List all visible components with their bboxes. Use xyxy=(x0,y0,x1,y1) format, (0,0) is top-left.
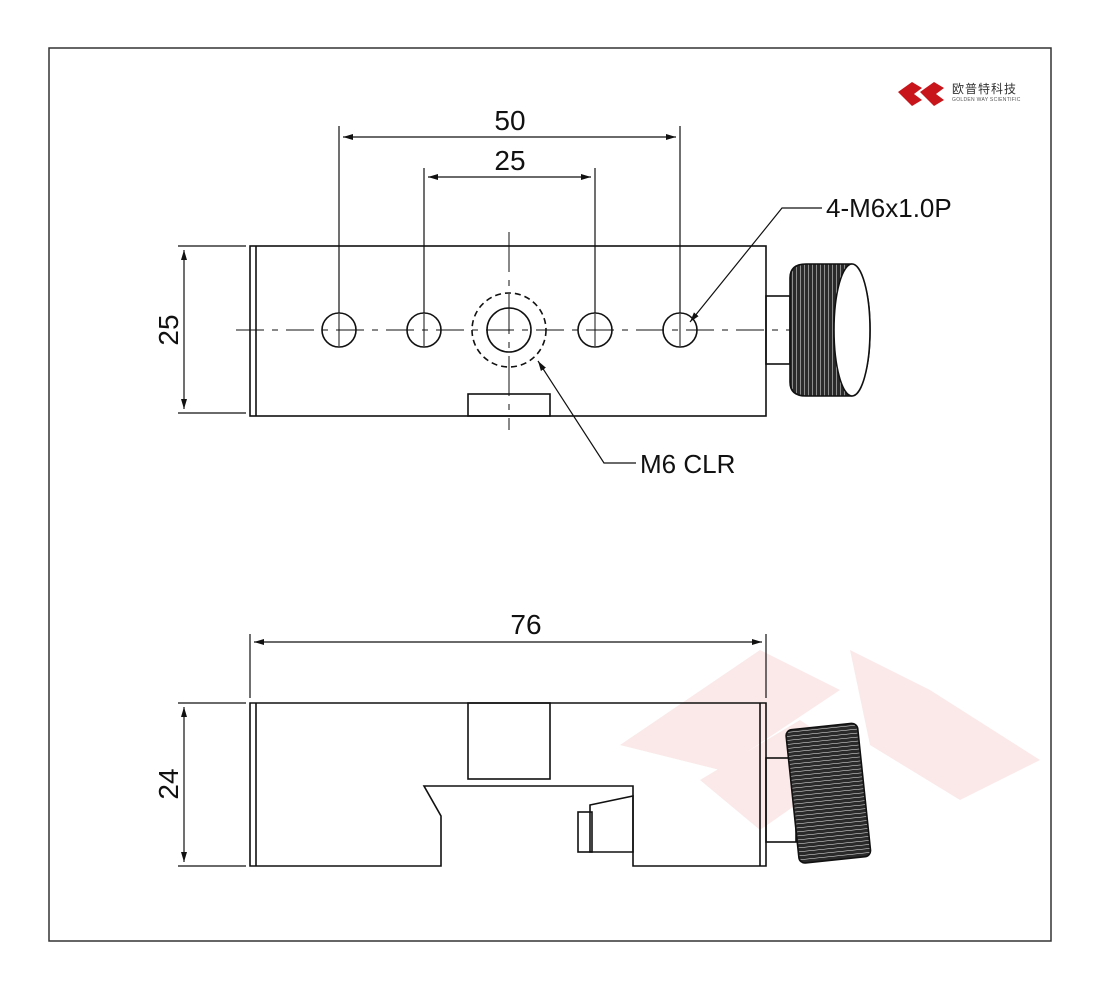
knob-side-view xyxy=(785,722,872,864)
dim-label-24: 24 xyxy=(153,768,184,799)
leader-thread xyxy=(689,207,822,323)
clearance-hole xyxy=(486,307,532,353)
callout-clearance: M6 CLR xyxy=(640,449,735,479)
logo-company-name-en: GOLDEN WAY SCIENTIFIC xyxy=(952,97,1021,103)
side-view-slot xyxy=(467,702,551,780)
dim-label-50: 50 xyxy=(494,105,525,136)
clearance-hole-counterbore xyxy=(471,292,547,368)
leader-clearance xyxy=(537,360,636,464)
dim-label-76: 76 xyxy=(510,609,541,640)
lock-screw xyxy=(577,795,634,853)
logo-company-name-cn: 欧普特科技 xyxy=(952,82,1018,96)
dim-label-25-vertical: 25 xyxy=(153,314,184,345)
company-logo-icon xyxy=(898,82,944,106)
drawing-frame xyxy=(48,47,1052,942)
top-view xyxy=(178,126,871,464)
top-view-body xyxy=(249,245,767,417)
callout-thread: 4-M6x1.0P xyxy=(826,193,952,223)
dim-label-25-horizontal: 25 xyxy=(494,145,525,176)
side-view xyxy=(178,634,872,867)
